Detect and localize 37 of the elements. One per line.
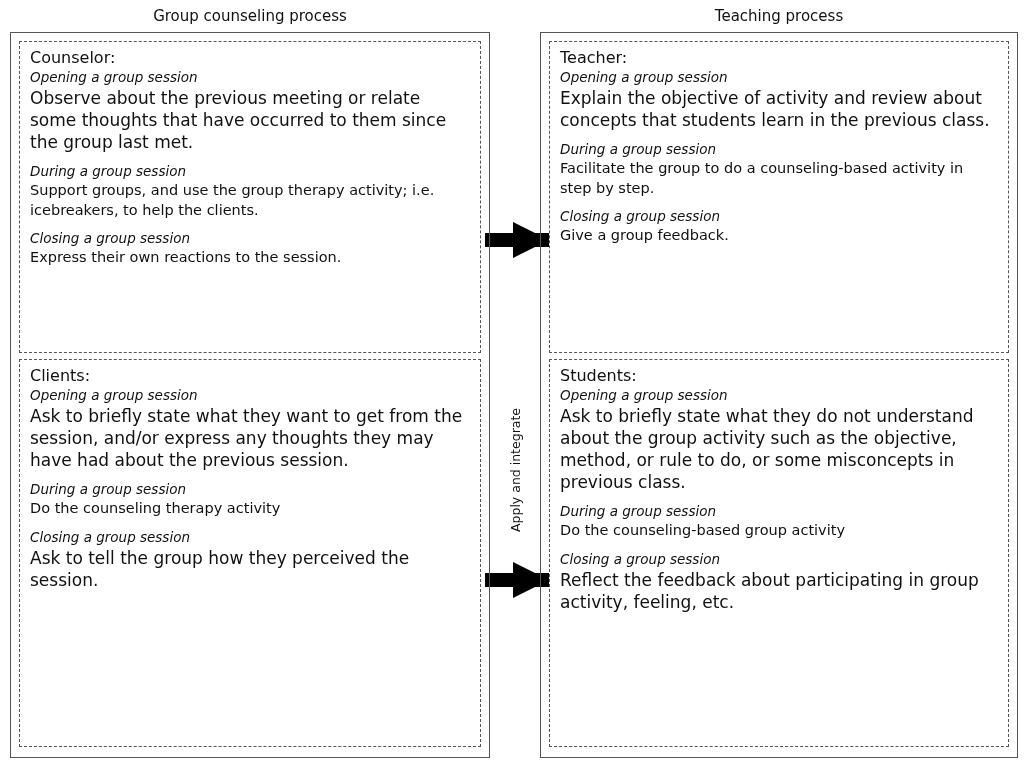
phase-heading: Closing a group session	[560, 550, 721, 567]
phase-heading: During a group session	[30, 481, 187, 498]
phase-description: Reflect the feedback about participating in group activity, feeling, etc.	[560, 568, 980, 614]
phase-heading: Closing a group session	[560, 208, 721, 225]
phase-heading: Opening a group session	[560, 387, 729, 403]
phase-heading: Opening a group session	[560, 69, 729, 85]
role-box	[19, 359, 481, 747]
phase-heading: Opening a group session	[30, 69, 199, 85]
role-box	[549, 359, 1009, 747]
role-box	[19, 41, 481, 353]
arrow	[485, 221, 549, 259]
phase-heading: Opening a group session	[30, 387, 199, 403]
phase-heading: Closing a group session	[30, 528, 191, 545]
role-heading: Counselor:	[30, 48, 117, 67]
phase-description: Observe about the previous meeting or relate some thoughts that have occurred to them since the group last met.	[30, 87, 448, 154]
phase-description: Ask to briefly state what they want to get from the session, and/or express any thoughts they may have had about the previous session.	[30, 405, 464, 472]
phase-heading: Closing a group session	[30, 230, 191, 247]
phase-heading: During a group session	[560, 503, 717, 520]
phase-description: Express their own reactions to the session.	[30, 248, 343, 268]
phase-heading: During a group session	[560, 141, 717, 158]
phase-description: Ask to briefly state what they do not understand about the group activity such as the objective, method, or rule to do, or some misconcepts in previous class.	[560, 405, 975, 494]
phase-heading: During a group session	[30, 163, 187, 180]
panel-heading: Teaching process	[713, 7, 845, 25]
role-heading: Clients:	[30, 366, 92, 385]
role-heading: Students:	[560, 366, 638, 385]
phase-description: Ask to tell the group how they perceived the session.	[30, 546, 411, 592]
phase-description: Do the counseling-based group activity	[560, 521, 846, 541]
panel-heading: Group counseling process	[152, 7, 348, 25]
role-heading: Teacher:	[560, 48, 629, 67]
phase-description: Give a group feedback.	[560, 226, 730, 246]
integration-label: Apply and integrate	[507, 407, 523, 533]
phase-description: Facilitate the group to do a counseling-based activity in step by step.	[560, 159, 965, 198]
role-box	[549, 41, 1009, 353]
arrow	[485, 561, 549, 599]
phase-description: Support groups, and use the group therapy activity; i.e. icebreakers, to help the clients.	[30, 181, 436, 220]
phase-description: Do the counseling therapy activity	[30, 499, 282, 519]
phase-description: Explain the objective of activity and review about concepts that students learn in the previous class.	[560, 87, 991, 132]
